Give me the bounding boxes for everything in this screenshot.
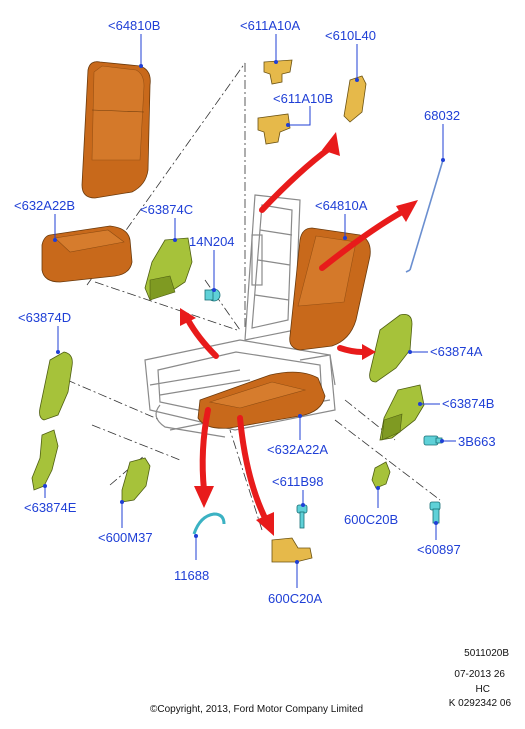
- part-60897-bolt: [429, 501, 441, 524]
- assembly-arrows: [180, 132, 418, 536]
- reference-block: 5011020B 07-2013 26 HC K 0292342 06 ©Cop…: [150, 648, 511, 715]
- label-60897: <60897: [417, 542, 461, 557]
- seat-frame: [144, 194, 336, 438]
- part-632A22B-cushion: [41, 225, 133, 283]
- part-11688-loop: [192, 512, 226, 535]
- label-611A10A: <611A10A: [240, 18, 300, 33]
- label-64810A: <64810A: [315, 198, 368, 213]
- part-63874E-cover: [31, 429, 59, 491]
- part-611B98-bolt: [296, 504, 308, 529]
- label-611A10B: <611A10B: [273, 91, 333, 106]
- label-632A22A: <632A22A: [267, 442, 328, 457]
- label-3B663: 3B663: [458, 434, 496, 449]
- label-64810B: <64810B: [108, 18, 160, 33]
- part-64810B-backrest: [81, 61, 151, 199]
- ref-code: 5011020B: [464, 648, 509, 659]
- label-63874C: <63874C: [140, 202, 193, 217]
- part-611A10A-bracket: [263, 59, 293, 85]
- part-3B663-clip: [423, 435, 443, 446]
- label-14N204: 14N204: [189, 234, 235, 249]
- label-63874B: <63874B: [442, 396, 494, 411]
- ref-date: 07-2013 26: [454, 669, 505, 680]
- label-600C20B: 600C20B: [344, 512, 398, 527]
- label-63874E: <63874E: [24, 500, 77, 515]
- label-68032: 68032: [424, 108, 460, 123]
- label-611B98: <611B98: [272, 474, 323, 489]
- label-11688: 11688: [174, 568, 209, 583]
- part-68032-rod: [405, 159, 444, 273]
- part-63874B-cover: [379, 384, 425, 441]
- part-600C20A-bracket: [271, 537, 313, 563]
- label-63874D: <63874D: [18, 310, 71, 325]
- part-632A22A-cushion: [197, 371, 326, 429]
- part-63874A-cover: [369, 314, 413, 383]
- label-610L40: <610L40: [325, 28, 376, 43]
- label-600M37: <600M37: [98, 530, 153, 545]
- part-600C20B-bracket: [371, 461, 391, 489]
- part-610L40-strip: [343, 75, 367, 123]
- part-63874D-cover: [39, 351, 73, 421]
- copyright-text: ©Copyright, 2013, Ford Motor Company Lim…: [150, 704, 363, 715]
- part-labels: <64810B <611A10A <610L40 <611A10B 68032 …: [14, 18, 496, 606]
- label-63874A: <63874A: [430, 344, 483, 359]
- part-600M37-trim: [121, 457, 151, 503]
- leader-lines: [43, 34, 456, 588]
- label-632A22B: <632A22B: [14, 198, 75, 213]
- ref-k-number: K 0292342 06: [449, 698, 512, 709]
- part-611A10B-bracket: [257, 113, 291, 145]
- label-600C20A: 600C20A: [268, 591, 323, 606]
- part-63874C-cover: [144, 237, 193, 301]
- part-64810A-backrest: [289, 227, 371, 351]
- ref-hc: HC: [476, 684, 490, 695]
